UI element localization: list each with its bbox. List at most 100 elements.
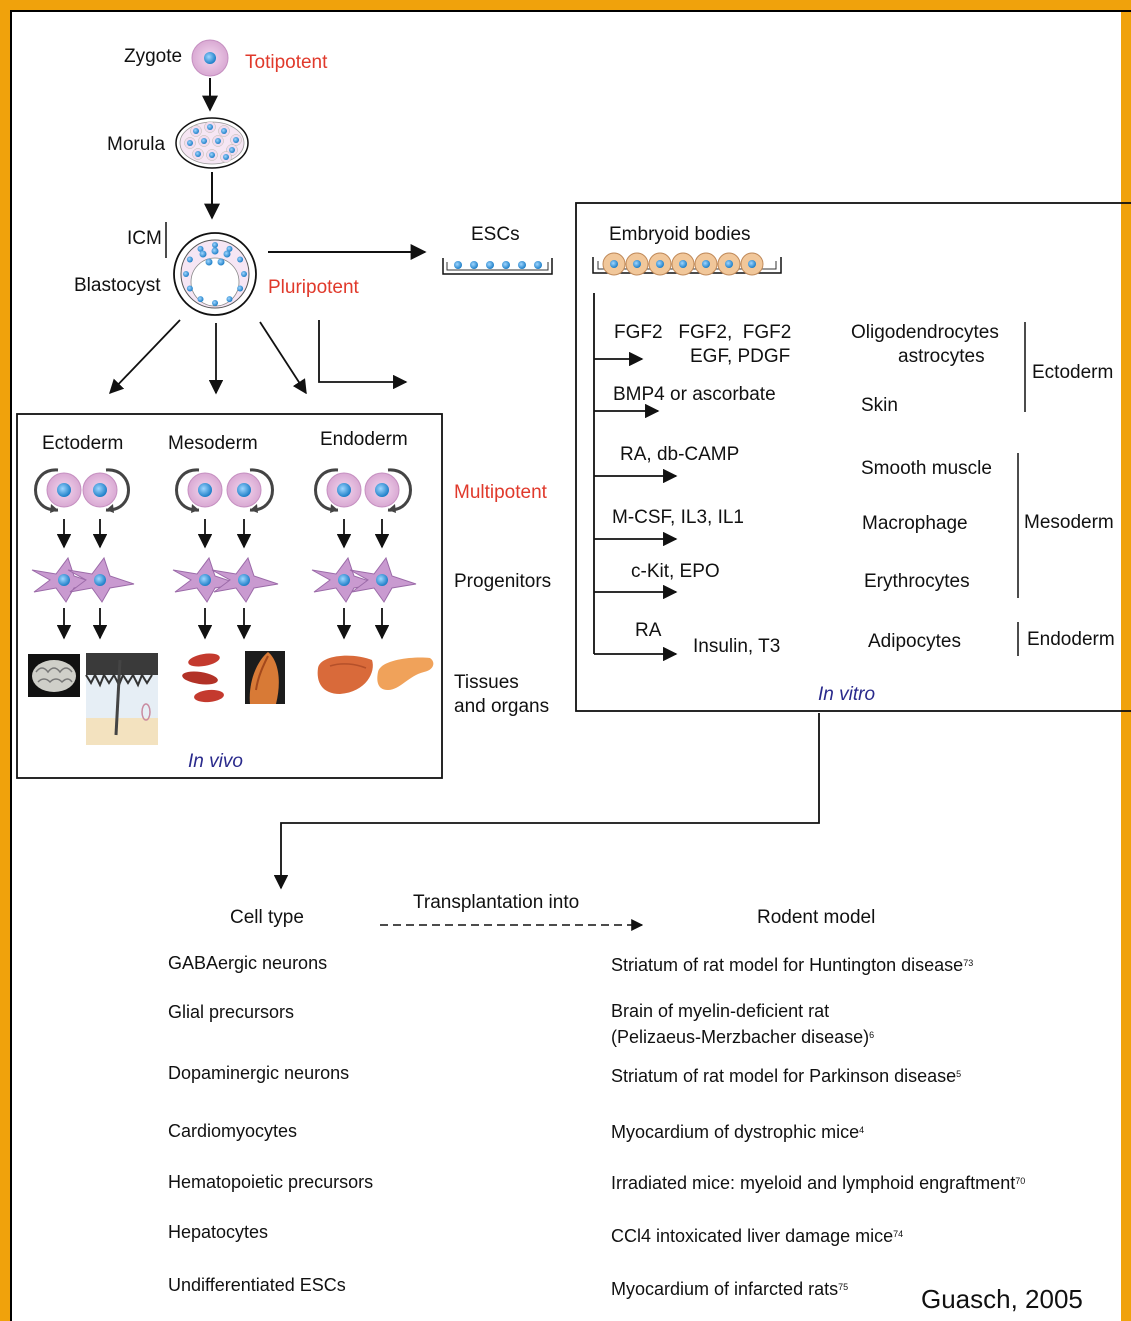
self-renewal-arrow: [249, 468, 274, 512]
morula-label: Morula: [107, 134, 166, 155]
multipotent-cell: [226, 472, 262, 508]
cell-astrocytes: astrocytes: [898, 346, 985, 367]
tissues-label-1: Tissues: [454, 672, 519, 693]
rodent-model: Brain of myelin-deficient rat: [611, 1001, 829, 1021]
icm-label: ICM: [127, 228, 162, 249]
blastomere: [184, 137, 196, 149]
cell-type: Cardiomyocytes: [168, 1121, 297, 1141]
rodent-model: Myocardium of dystrophic mice4: [611, 1122, 864, 1142]
embryoid-body: [602, 252, 626, 276]
blastocyst-cells: [183, 242, 247, 306]
blastomere: [206, 149, 218, 161]
blastomere: [218, 125, 230, 137]
esc-cells: [454, 261, 542, 269]
progenitor-cell: [172, 556, 240, 603]
rodent-model-header: Rodent model: [757, 907, 875, 928]
embryoid-body: [740, 252, 764, 276]
layer-mesoderm: Mesoderm: [168, 433, 258, 454]
embryoid-body: [625, 252, 649, 276]
progenitor-cell: [349, 556, 417, 603]
cell-erythrocytes: Erythrocytes: [864, 571, 970, 592]
transplant-row: GABAergic neurons Striatum of rat model f…: [168, 953, 973, 975]
blastomere: [204, 121, 216, 133]
rodent-model: Striatum of rat model for Huntington dis…: [611, 955, 973, 975]
progenitors-label: Progenitors: [454, 571, 551, 592]
escs-label: ESCs: [471, 224, 520, 245]
layer-ectoderm: Ectoderm: [42, 433, 123, 454]
arrow-to-in-vitro: [318, 320, 408, 390]
multipotent-cell: [326, 472, 362, 508]
esc-cell: [486, 261, 494, 269]
self-renewal-arrow: [314, 468, 339, 512]
factor-ckit-epo: c-Kit, EPO: [631, 561, 720, 582]
arrow-to-endoderm: [259, 321, 307, 395]
factor-insulin-t3: Insulin, T3: [693, 636, 780, 657]
progenitor-cell: [211, 556, 279, 603]
zygote-cell-icon: [191, 39, 229, 77]
skin-image: [85, 653, 158, 745]
blastocyst-icon: [173, 232, 257, 316]
layer-endoderm: Endoderm: [320, 429, 408, 450]
blastomere: [190, 125, 202, 137]
blastocyst-label: Blastocyst: [74, 275, 161, 296]
blastomere: [192, 148, 204, 160]
cell-type: Hepatocytes: [168, 1222, 268, 1242]
in-vivo-box: [16, 413, 443, 779]
rodent-model: Striatum of rat model for Parkinson dise…: [611, 1066, 961, 1086]
factor-mcsf: M-CSF, IL3, IL1: [612, 507, 744, 528]
totipotent-label: Totipotent: [245, 52, 328, 73]
icm-cell: [211, 247, 219, 255]
differentiation-arrows-2: [56, 608, 390, 640]
arrow-to-transplantation: [273, 713, 820, 890]
reference: 75: [838, 1282, 848, 1292]
trophoblast-nucleus: [197, 245, 204, 252]
leg-muscle-image: [245, 651, 285, 704]
rodent-model: Myocardium of infarcted rats75: [611, 1279, 848, 1299]
progenitor-cell: [67, 556, 135, 603]
arrow-to-ectoderm: [109, 319, 181, 395]
group-ectoderm: Ectoderm: [1032, 362, 1113, 383]
multipotent-label: Multipotent: [454, 482, 548, 503]
brain-image: [28, 654, 80, 697]
cell-smooth-muscle: Smooth muscle: [861, 458, 992, 479]
in-vitro-label: In vitro: [818, 684, 875, 705]
rodent-model-line2: (Pelizaeus-Merzbacher disease)6: [611, 1027, 874, 1047]
self-renewal-arrow: [105, 468, 130, 512]
icm-cell: [217, 258, 225, 266]
embryoid-body: [717, 252, 741, 276]
reference: 6: [869, 1030, 874, 1040]
liver-image: [317, 655, 373, 694]
esc-cell: [534, 261, 542, 269]
cell-type: GABAergic neurons: [168, 953, 327, 973]
trophoblast-nucleus: [212, 242, 218, 248]
esc-cell: [502, 261, 510, 269]
embryoid-body: [694, 252, 718, 276]
blastomere: [198, 135, 210, 147]
icm-cell: [199, 250, 207, 258]
trophoblast-nucleus: [237, 256, 244, 263]
blastomere: [212, 135, 224, 147]
icm-cell: [205, 258, 213, 266]
trophoblast-nucleus: [197, 296, 204, 303]
esc-cell: [518, 261, 526, 269]
esc-cell: [454, 261, 462, 269]
trophoblast-nucleus: [226, 296, 233, 303]
progenitor-cells: [31, 556, 417, 603]
pluripotent-label: Pluripotent: [268, 277, 360, 298]
group-endoderm: Endoderm: [1027, 629, 1115, 650]
multipotent-cell: [364, 472, 400, 508]
reference: 73: [963, 958, 973, 968]
blastomere: [230, 134, 242, 146]
in-vitro-box: [575, 202, 1131, 712]
trophoblast-nucleus: [183, 271, 189, 277]
icm-cell: [223, 250, 231, 258]
progenitor-cell: [31, 556, 99, 603]
trophoblast-nucleus: [237, 285, 244, 292]
self-renewing-cells: [34, 468, 412, 513]
trophoblast-nucleus: [226, 245, 233, 252]
multipotent-cell: [187, 472, 223, 508]
differentiation-arrows-1: [56, 519, 390, 549]
